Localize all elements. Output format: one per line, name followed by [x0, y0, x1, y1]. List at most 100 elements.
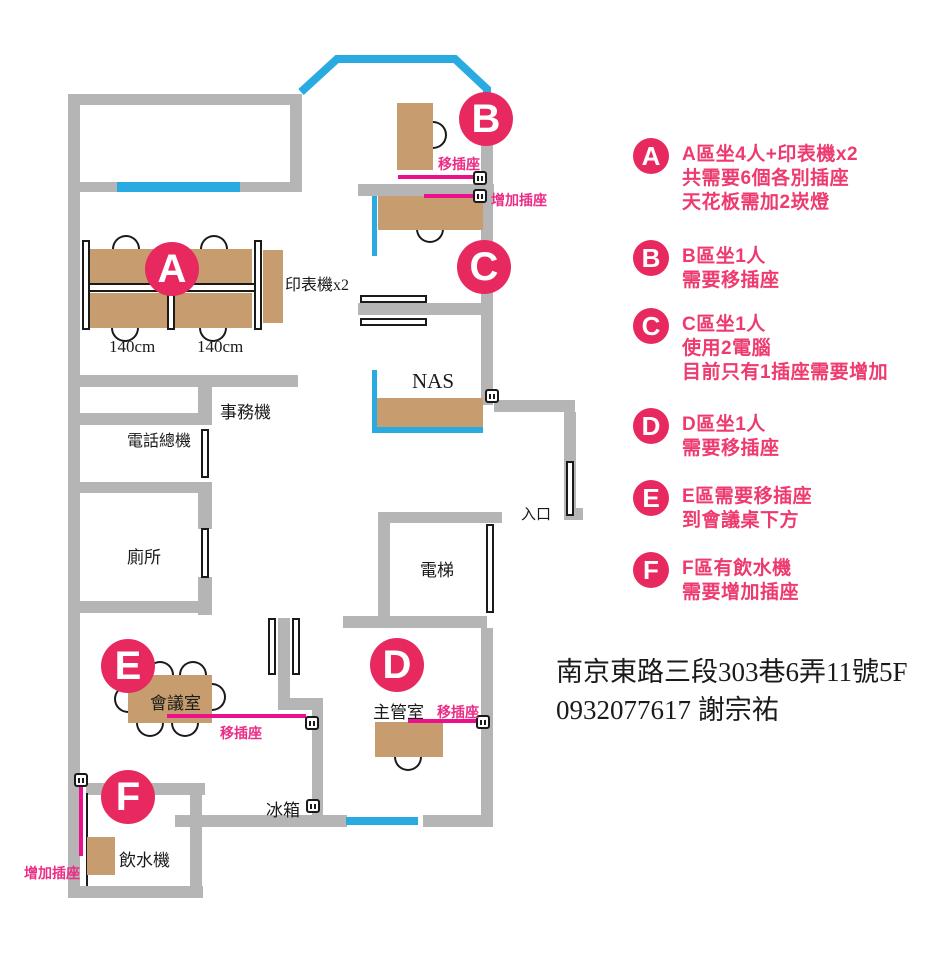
legend-text-a: A區坐4人+印表機x2 共需要6個各別插座 天花板需加2崁燈: [682, 143, 858, 215]
wall-toilet-bottom: [68, 601, 212, 613]
door-entrance: [566, 461, 574, 516]
door-elevator: [486, 524, 494, 613]
address-text: 南京東路三段303巷6弄11號5F: [556, 657, 908, 687]
chair: [179, 661, 207, 675]
outlet-line-f: [79, 787, 83, 856]
wall-left: [68, 94, 80, 898]
nas-blue-edge-vertical: [372, 370, 377, 432]
label-nas: NAS: [412, 369, 455, 393]
annotation-c-add-outlet: 增加插座: [491, 192, 547, 208]
legend-line: F區有飲水機: [682, 558, 792, 579]
label-toilet: 廁所: [127, 548, 161, 567]
wall-entry-stub: [574, 508, 583, 520]
label-elevator: 電梯: [420, 561, 454, 580]
outlet-icon-f: [74, 773, 88, 787]
legend-line: B區坐1人: [682, 246, 766, 267]
legend-text-b: B區坐1人 需要移插座: [682, 245, 780, 293]
desk-c-blue-edge: [372, 196, 377, 256]
label-desk-width-left: 140cm: [109, 337, 156, 356]
legend-line: 需要增加插座: [682, 582, 800, 603]
legend-text-f: F區有飲水機 需要增加插座: [682, 557, 799, 605]
wall-stub-vertical: [198, 387, 212, 415]
annotation-d-move-outlet: 移插座: [437, 704, 479, 720]
shelf-lower: [360, 318, 427, 326]
legend-line: A區坐4人+印表機x2: [682, 144, 859, 165]
wall-b-c-divider: [358, 184, 494, 196]
outlet-line-b: [398, 175, 474, 179]
chair: [416, 229, 444, 243]
legend-badge-e: E: [633, 480, 669, 516]
legend-text-c: C區坐1人 使用2電腦 目前只有1插座需要增加: [682, 313, 888, 385]
outlet-icon-e: [305, 716, 319, 730]
legend-line: 使用2電腦: [682, 338, 772, 359]
wall-mid-vertical-lower: [312, 710, 323, 817]
legend-line: 需要移插座: [682, 438, 780, 459]
panel-right: [292, 618, 300, 675]
wall-a-room-bottom: [68, 375, 298, 387]
wall-pbx-bottom: [68, 482, 212, 493]
legend-badge-d: D: [633, 408, 669, 444]
outlet-icon-c: [473, 189, 487, 203]
desk-c: [378, 196, 483, 230]
chair: [171, 723, 199, 737]
outlet-line-e: [167, 714, 306, 718]
legend-badge-a: A: [633, 138, 669, 174]
wall-topleft-room-right: [290, 94, 302, 188]
wall-elevator-top: [378, 512, 502, 523]
chair: [136, 723, 164, 737]
label-fridge: 冰箱: [266, 801, 300, 820]
label-office-machine: 事務機: [220, 403, 271, 422]
zone-badge-e: E: [101, 639, 155, 693]
zone-badge-d: D: [370, 638, 424, 692]
legend-item-b: B B區坐1人 需要移插座: [633, 240, 780, 293]
legend-badge-b: B: [633, 240, 669, 276]
annotation-e-move-outlet: 移插座: [220, 725, 262, 741]
chair: [212, 683, 226, 711]
legend-item-e: E E區需要移插座 到會議桌下方: [633, 480, 812, 533]
wall-window-left: [78, 182, 118, 192]
outlet-icon-fridge: [306, 799, 320, 813]
legend-item-f: F F區有飲水機 需要增加插座: [633, 552, 799, 605]
wall-bottom-middle-right: [423, 815, 493, 827]
desk-nas: [375, 398, 483, 428]
phone-contact-text: 0932077617 謝宗祐: [556, 695, 779, 725]
legend-line: 共需要6個各別插座: [682, 168, 850, 189]
annotation-b-move-outlet: 移插座: [438, 156, 480, 172]
chair: [112, 235, 140, 249]
zone-badge-f: F: [101, 770, 155, 824]
zone-badge-c: C: [457, 240, 511, 294]
wall-window-right: [240, 182, 302, 192]
outlet-icon-b: [473, 171, 487, 185]
legend-line: 需要移插座: [682, 270, 780, 291]
partition-middle: [167, 293, 175, 330]
panel-left: [268, 618, 276, 675]
label-meeting-room: 會議室: [150, 694, 201, 713]
legend-item-c: C C區坐1人 使用2電腦 目前只有1插座需要增加: [633, 308, 888, 385]
legend-badge-f: F: [633, 552, 669, 588]
partition-left: [82, 240, 90, 330]
wall-nas-right-horizontal: [494, 400, 575, 412]
chair: [200, 235, 228, 249]
wall-bottom-middle-left: [175, 815, 347, 827]
label-manager-room: 主管室: [373, 703, 424, 722]
wall-toilet-right-upper: [198, 493, 212, 529]
bottom-door-blue-segment: [346, 817, 418, 825]
wall-shelf: [358, 303, 493, 315]
shelf-upper: [360, 295, 427, 303]
legend-line: 到會議桌下方: [682, 510, 800, 531]
wall-elevator-bottom: [343, 616, 487, 628]
label-water-dispenser: 飲水機: [119, 851, 170, 870]
chair: [394, 757, 422, 771]
wall-f-room-bottom: [68, 886, 203, 898]
outlet-icon-nas: [485, 389, 499, 403]
desk-b: [397, 103, 433, 170]
label-printer: 印表機x2: [285, 277, 350, 294]
door-toilet: [201, 528, 209, 578]
wall-f-room-right: [190, 795, 202, 898]
outlet-line-d: [408, 719, 477, 723]
desk-printer: [263, 250, 283, 323]
outlet-icon-d: [476, 715, 490, 729]
wall-top: [68, 94, 302, 105]
nas-blue-edge-bottom: [372, 427, 483, 433]
